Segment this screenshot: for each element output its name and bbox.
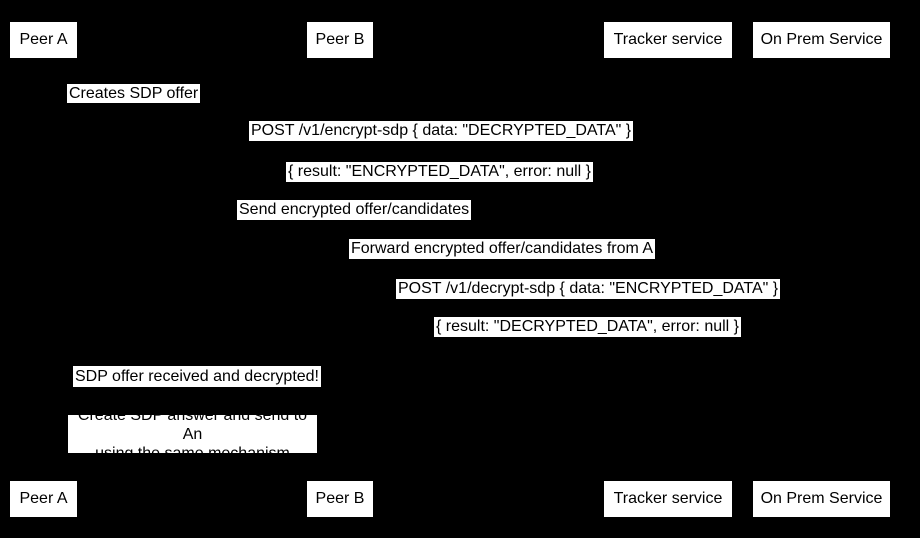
participant-peer-a-top: Peer A xyxy=(10,22,77,58)
participant-peer-b-top: Peer B xyxy=(307,22,373,58)
message-encrypt-result: { result: "ENCRYPTED_DATA", error: null … xyxy=(286,162,594,182)
message-send-encrypted-offer: Send encrypted offer/candidates xyxy=(237,200,472,220)
message-sdp-offer-received: SDP offer received and decrypted! xyxy=(73,366,321,387)
participant-on-prem-service-top: On Prem Service xyxy=(753,22,890,58)
note-line-2: using the same mechanism xyxy=(95,444,290,462)
participant-peer-b-bottom: Peer B xyxy=(307,481,373,517)
participant-on-prem-service-bottom: On Prem Service xyxy=(753,481,890,517)
note-create-sdp-answer: Create SDP answer and send to An using t… xyxy=(68,407,317,462)
participant-tracker-service-top: Tracker service xyxy=(604,22,732,58)
note-line-1: Create SDP answer and send to An xyxy=(77,406,308,443)
message-post-encrypt-sdp: POST /v1/encrypt-sdp { data: "DECRYPTED_… xyxy=(249,121,634,141)
message-forward-encrypted-offer: Forward encrypted offer/candidates from … xyxy=(349,239,656,259)
participant-tracker-service-bottom: Tracker service xyxy=(604,481,732,517)
message-creates-sdp-offer: Creates SDP offer xyxy=(67,84,201,103)
message-post-decrypt-sdp: POST /v1/decrypt-sdp { data: "ENCRYPTED_… xyxy=(396,279,781,299)
message-decrypt-result: { result: "DECRYPTED_DATA", error: null … xyxy=(434,317,742,337)
participant-peer-a-bottom: Peer A xyxy=(10,481,77,517)
